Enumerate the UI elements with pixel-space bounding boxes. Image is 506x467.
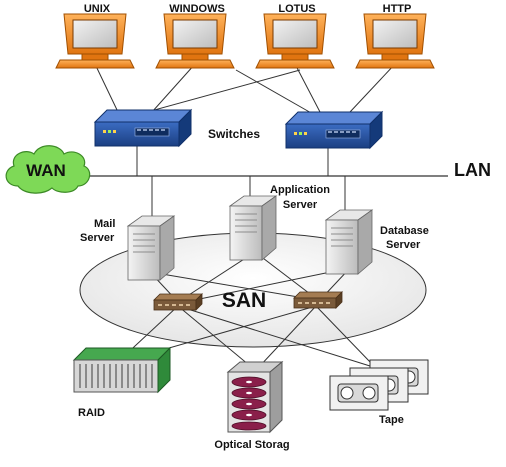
tape-label: Tape [379, 414, 404, 426]
raid-label: RAID [78, 407, 105, 419]
optical-storage-label: Optical Storag [214, 439, 289, 451]
application-server-label-1: Application [270, 184, 330, 196]
lan-label: LAN [454, 160, 491, 180]
application-server-label-2: Server [283, 199, 318, 211]
network-switch-right [284, 110, 384, 150]
terminal-links [94, 63, 396, 121]
san-switch-right [293, 291, 343, 309]
terminal-windows [155, 13, 235, 69]
san-label: SAN [222, 289, 266, 312]
terminal-label-unix: UNIX [84, 3, 111, 15]
raid-array [72, 346, 172, 394]
terminal-label-windows: WINDOWS [169, 3, 225, 15]
network-switch-left [93, 108, 193, 148]
tape-library [329, 359, 429, 411]
terminal-http [355, 13, 435, 69]
mail-server [126, 215, 176, 281]
database-server-label-1: Database [380, 225, 429, 237]
mail-server-label-2: Server [80, 232, 115, 244]
switches-label: Switches [208, 127, 260, 141]
database-server-label-2: Server [386, 239, 421, 251]
wan-cloud [5, 145, 91, 194]
optical-storage [226, 360, 284, 434]
application-server [228, 195, 278, 261]
database-server [324, 209, 374, 275]
wan-label: WAN [26, 161, 66, 180]
switch-lan-links [136, 144, 329, 176]
terminal-label-lotus: LOTUS [278, 3, 315, 15]
san-switch-left [153, 293, 203, 311]
terminal-lotus [255, 13, 335, 69]
mail-server-label-1: Mail [94, 218, 115, 230]
terminal-unix [55, 13, 135, 69]
terminal-label-http: HTTP [383, 3, 412, 15]
